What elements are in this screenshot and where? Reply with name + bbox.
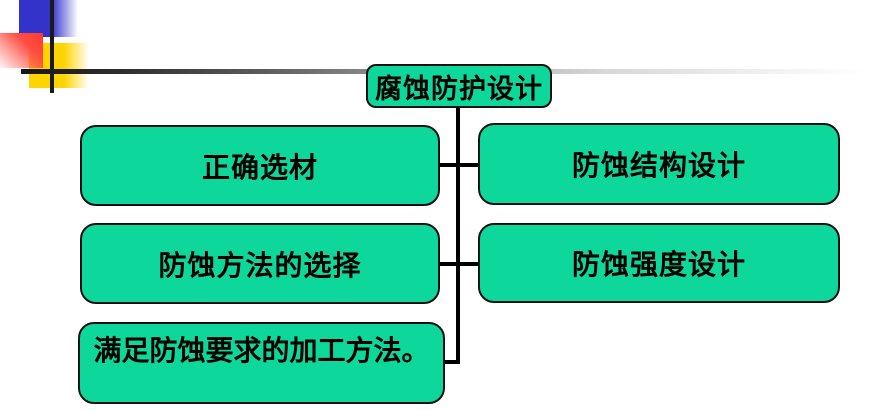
node-anticorrosion-structure-design: 防蚀结构设计 xyxy=(478,123,840,205)
connector-row-1 xyxy=(440,163,478,167)
decoration-vertical-line xyxy=(50,0,54,93)
node-anticorrosion-method-selection: 防蚀方法的选择 xyxy=(80,223,440,304)
connector-row-2 xyxy=(440,262,478,266)
connector-elbow xyxy=(445,360,460,364)
decoration-red-square xyxy=(0,33,43,68)
node-correct-material-selection: 正确选材 xyxy=(80,125,440,206)
node-processing-method-requirement: 满足防蚀要求的加工方法。 xyxy=(78,322,445,404)
node-root-corrosion-protection-design: 腐蚀防护设计 xyxy=(366,64,552,108)
decoration-blue-square xyxy=(19,0,78,37)
node-anticorrosion-strength-design: 防蚀强度设计 xyxy=(478,223,840,303)
connector-trunk xyxy=(456,106,460,364)
